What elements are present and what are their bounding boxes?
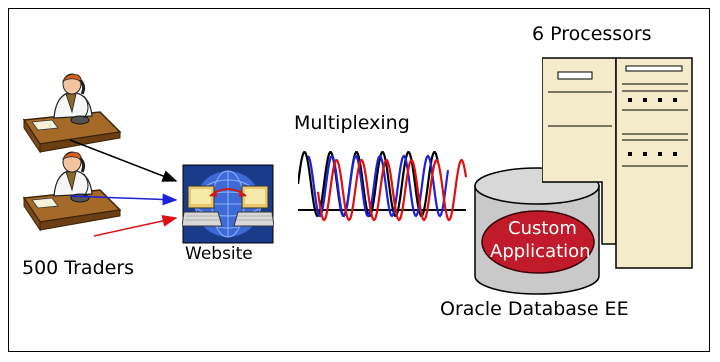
red-arrow: [93, 215, 178, 237]
multiplexed-signal-waves: [298, 140, 474, 238]
custom-application-ellipse: [481, 210, 595, 274]
trader-icon: [22, 72, 132, 158]
multiplexing-label: Multiplexing: [294, 112, 410, 134]
blue-arrow: [69, 193, 178, 206]
processors-label: 6 Processors: [532, 23, 652, 45]
custom-application-label-line2: Application: [490, 241, 591, 262]
black-wave: [298, 151, 440, 217]
custom-application-label-line1: Custom: [508, 218, 577, 239]
database-label: Oracle Database EE: [440, 298, 629, 320]
server-icon: [542, 54, 694, 272]
trader-icon: [22, 150, 132, 236]
red-wave: [316, 159, 468, 222]
website-icon: [182, 164, 274, 244]
website-label: Website: [185, 244, 253, 264]
black-arrow: [69, 139, 178, 182]
database-icon: [472, 166, 602, 298]
traders-label: 500 Traders: [22, 257, 135, 279]
blue-wave: [307, 154, 450, 218]
